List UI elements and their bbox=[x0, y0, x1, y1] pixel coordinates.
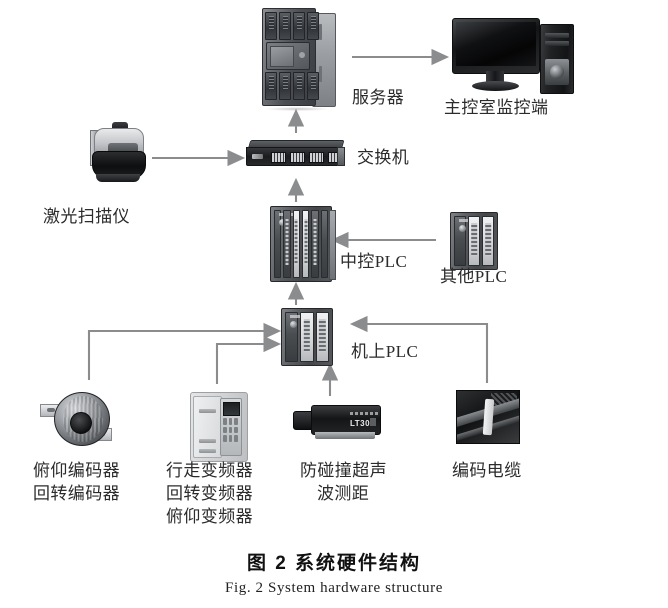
onboard-plc-icon bbox=[281, 308, 333, 366]
server-tower-icon bbox=[262, 8, 336, 111]
inverters-label-line3: 俯仰变频器 bbox=[166, 507, 253, 526]
laser-scanner-icon bbox=[88, 120, 150, 186]
ultrasonic-label-line1: 防碰撞超声 bbox=[300, 461, 387, 480]
central-plc-rack-icon bbox=[270, 206, 336, 282]
vfd-inverter-icon bbox=[190, 392, 248, 462]
ultrasonic-device-text: LT30 bbox=[350, 419, 371, 428]
desktop-monitor-icon bbox=[452, 18, 574, 96]
server-label: 服务器 bbox=[352, 88, 405, 107]
wire-encoders-to-onboardplc bbox=[87, 322, 282, 380]
encoders-label-line2: 回转编码器 bbox=[33, 484, 120, 503]
wire-encodercable-to-onboardplc bbox=[349, 315, 489, 383]
encoder-cable-label: 编码电缆 bbox=[452, 461, 522, 480]
other-plc-label: 其他PLC bbox=[440, 267, 508, 286]
wire-inverters-to-onboardplc bbox=[215, 335, 282, 384]
central-plc-label: 中控PLC bbox=[340, 252, 408, 271]
encoder-cable-icon bbox=[456, 390, 520, 444]
figure-caption-cn: 图 2 系统硬件结构 bbox=[246, 553, 422, 574]
inverters-label-line1: 行走变频器 bbox=[166, 461, 253, 480]
ultrasonic-label-line2: 波测距 bbox=[317, 484, 370, 503]
onboard-plc-label: 机上PLC bbox=[351, 342, 419, 361]
figure-caption-en: Fig. 2 System hardware structure bbox=[225, 580, 443, 596]
laser-scanner-label: 激光扫描仪 bbox=[43, 207, 130, 226]
rotary-encoder-icon bbox=[40, 390, 116, 450]
inverters-label-line2: 回转变频器 bbox=[166, 484, 253, 503]
network-switch-icon bbox=[246, 140, 345, 170]
other-plc-icon bbox=[450, 212, 498, 270]
monitor-pc-label: 主控室监控端 bbox=[444, 98, 549, 117]
ultrasonic-sensor-icon: LT30 bbox=[293, 403, 389, 443]
switch-label: 交换机 bbox=[357, 148, 410, 167]
encoders-label-line1: 俯仰编码器 bbox=[33, 461, 120, 480]
